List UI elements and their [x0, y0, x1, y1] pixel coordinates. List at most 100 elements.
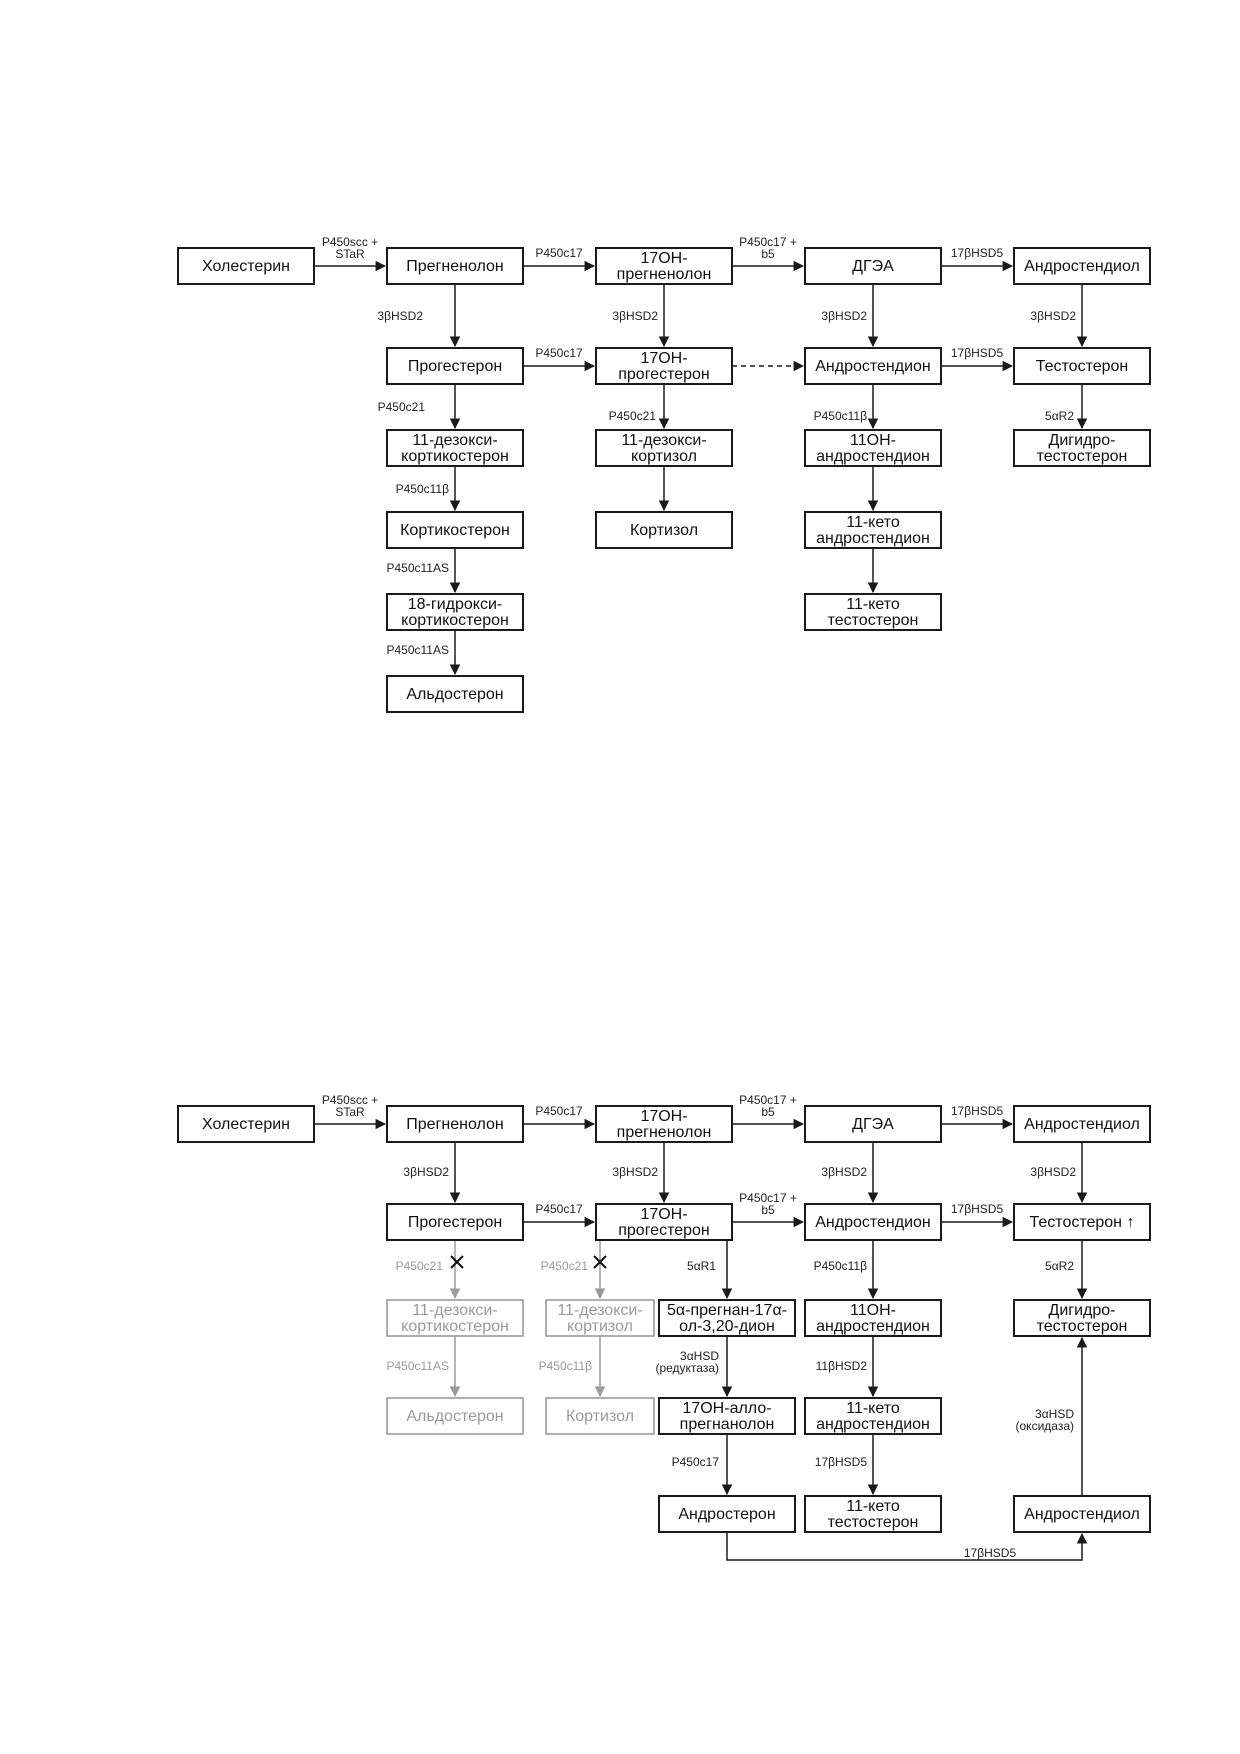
- node-adiol-box: [1013, 247, 1151, 285]
- enzyme-label: P450c11AS: [387, 561, 450, 575]
- node-doc: 11-дезокси-кортикостерон: [386, 1299, 524, 1337]
- node-oh17preg-label: 17ОН-: [640, 250, 687, 267]
- node-allopreg-label: 17ОН-алло-: [682, 1400, 771, 1417]
- node-oh17prog-box: [595, 1203, 733, 1241]
- enzyme-label: P450c21: [378, 400, 426, 414]
- enzyme-label: STaR: [335, 1105, 365, 1119]
- node-dhea: ДГЭА: [804, 247, 942, 285]
- edge-preg_prog: 3βHSD2: [403, 1142, 461, 1204]
- node-pregnandione-label: ол-3,20-дион: [679, 1318, 775, 1335]
- enzyme-label: b5: [761, 1105, 775, 1119]
- node-aldo-box: [386, 675, 524, 713]
- enzyme-label: 5αR1: [687, 1259, 716, 1273]
- node-adione: Андростендион: [804, 347, 942, 385]
- enzyme-label: b5: [761, 247, 775, 261]
- enzyme-label: 5αR2: [1045, 409, 1074, 423]
- node-dhea: ДГЭА: [804, 1105, 942, 1143]
- node-oh17preg-box: [595, 247, 733, 285]
- edge-testo_dht: 5αR2: [1045, 1240, 1088, 1300]
- edge-oh17preg_dhea: P450c17 +b5: [732, 235, 805, 272]
- node-hydroxy18: 18-гидрокси-кортикостерон: [386, 593, 524, 631]
- node-testo-box: [1013, 347, 1151, 385]
- enzyme-label: P450c11β: [814, 1259, 867, 1273]
- node-adiol-box: [1013, 1105, 1151, 1143]
- edge-prog_oh17prog: P450c17: [523, 1202, 596, 1228]
- edge-dhea_adiol: 17βHSD5: [941, 246, 1014, 272]
- node-oh11ad-label: 11ОН-: [850, 432, 896, 449]
- enzyme-label: P450c17 +: [739, 1191, 797, 1205]
- node-aldo-label: Альдостерон: [406, 686, 503, 703]
- enzyme-label: P450c11β: [814, 409, 867, 423]
- node-oh17preg-box: [595, 1105, 733, 1143]
- edge-pregnandione_allopreg: 3αHSD(редуктаза): [655, 1336, 733, 1398]
- enzyme-label: P450c11AS: [387, 643, 450, 657]
- diagram-deficiency-pathway: P450scc +STaR P450c17 P450c17 + b5 17βHSD5 3β…: [177, 1093, 1151, 1561]
- node-oh17preg: 17ОН-прегненолон: [595, 1105, 733, 1143]
- enzyme-label: 3βHSD2: [1030, 1165, 1076, 1179]
- node-pregnandione-box: [658, 1299, 796, 1337]
- node-keto11ad-box: [804, 511, 942, 549]
- edge-oh17preg_oh17prog: 3βHSD2: [612, 1142, 670, 1204]
- node-aldo: Альдостерон: [386, 675, 524, 713]
- node-deoxycort-label: кортизол: [631, 448, 697, 465]
- enzyme-label: 3βHSD2: [403, 1165, 449, 1179]
- enzyme-label: P450c17: [535, 246, 583, 260]
- node-adione: Андростендион: [804, 1203, 942, 1241]
- edge-oh17preg_oh17prog: 3βHSD2: [612, 284, 670, 348]
- enzyme-label: P450scc +: [322, 235, 378, 249]
- node-prog-box: [386, 1203, 524, 1241]
- node-dht-label: тестостерон: [1037, 448, 1128, 465]
- edge-doc_cortico: P450c11β: [396, 466, 461, 512]
- node-allopreg-box: [658, 1397, 796, 1435]
- node-oh11ad-box: [804, 429, 942, 467]
- enzyme-label: (оксидаза): [1016, 1419, 1074, 1433]
- node-adione-box: [804, 1203, 942, 1241]
- node-keto11ad-label: андростендион: [816, 1416, 930, 1433]
- node-pregnandione: 5α-прегнан-17α-ол-3,20-дион: [658, 1299, 796, 1337]
- node-doc-label: кортикостерон: [401, 1318, 509, 1335]
- node-doc-box: [386, 429, 524, 467]
- node-oh17prog: 17ОН-прогестерон: [595, 347, 733, 385]
- node-androsterone-box: [658, 1495, 796, 1533]
- node-doc: 11-дезокси-кортикостерон: [386, 429, 524, 467]
- node-adiol2-label: Андростендиол: [1024, 1506, 1140, 1523]
- node-pregnandione-label: 5α-прегнан-17α-: [667, 1302, 787, 1319]
- node-keto11t-label: 11-кето: [846, 1498, 900, 1515]
- enzyme-label: 3βHSD2: [612, 1165, 658, 1179]
- node-adiol: Андростендиол: [1013, 247, 1151, 285]
- node-preg-label: Прегненолон: [406, 1116, 504, 1133]
- node-keto11ad-label: 11-кето: [846, 514, 900, 531]
- node-hydroxy18-label: кортикостерон: [401, 612, 509, 629]
- node-testo-label: Тестостерон ↑: [1030, 1214, 1135, 1231]
- node-preg-box: [386, 1105, 524, 1143]
- edge-adiol_testo: 3βHSD2: [1030, 1142, 1088, 1204]
- node-aldo-box: [386, 1397, 524, 1435]
- node-dht-box: [1013, 429, 1151, 467]
- edge-prog_doc: P450c21: [378, 384, 461, 430]
- node-cortisol-label: Кортизол: [566, 1408, 634, 1425]
- node-deoxycort-label: 11-дезокси-: [557, 1302, 642, 1319]
- node-dht-label: Дигидро-: [1048, 1302, 1115, 1319]
- edge-dhea_adione: 3βHSD2: [821, 284, 879, 348]
- enzyme-label: P450c11AS: [387, 1359, 450, 1373]
- node-adione-box: [804, 347, 942, 385]
- enzyme-label: P450c17: [672, 1455, 720, 1469]
- enzyme-label: 17βHSD5: [951, 1202, 1004, 1216]
- edge-chol_preg: P450scc +STaR: [314, 1093, 387, 1130]
- node-keto11t-label: тестостерон: [828, 612, 919, 629]
- node-keto11ad-label: андростендион: [816, 530, 930, 547]
- node-testo-box: [1013, 1203, 1151, 1241]
- edge-prog_doc: P450c21: [396, 1240, 464, 1300]
- node-oh11ad: 11ОН-андростендион: [804, 429, 942, 467]
- node-dhea-box: [804, 247, 942, 285]
- node-chol: Холестерин: [177, 247, 315, 285]
- node-keto11t-label: 11-кето: [846, 596, 900, 613]
- node-preg-label: Прегненолон: [406, 258, 504, 275]
- node-chol-label: Холестерин: [202, 1116, 290, 1133]
- edge-cortico_hydroxy18: P450c11AS: [387, 548, 461, 594]
- node-keto11t-label: тестостерон: [828, 1514, 919, 1531]
- enzyme-label: 5αR2: [1045, 1259, 1074, 1273]
- edge-chol_preg: P450scc +STaR: [314, 235, 387, 272]
- enzyme-label: P450c11β: [539, 1359, 592, 1373]
